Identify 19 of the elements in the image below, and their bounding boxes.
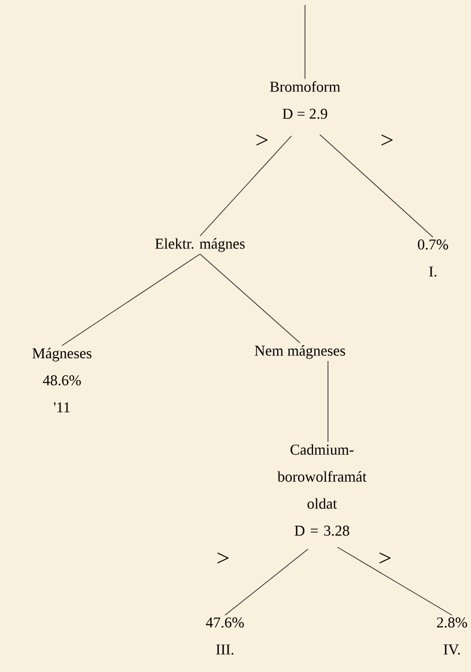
fraction-label: Mágneses 48.6% '11 [32,348,92,412]
fraction-label: 47.6% III. [206,617,244,655]
greater-than-sign: > [381,134,393,146]
connector-line [337,546,452,616]
greater-than-sign: > [379,552,391,564]
greater-than-sign: > [217,552,229,564]
connector-line [304,4,306,80]
separation-step: Nem mágneses [254,345,346,359]
connector-line [200,254,300,344]
separation-step: Cadmium-borowolframát oldat D = 3.28 [277,444,366,536]
separation-step: Bromoform D = 2.9 [270,81,340,119]
fraction-label: 2.8% IV. [437,617,468,655]
fraction-label: 0.7% I. [418,239,448,277]
connector-line [224,548,308,616]
connector-line [319,134,434,238]
connector-line [62,254,200,346]
greater-than-sign: > [256,134,268,146]
connector-line [200,135,292,236]
separation-step: Elektr. mágnes [155,238,245,252]
